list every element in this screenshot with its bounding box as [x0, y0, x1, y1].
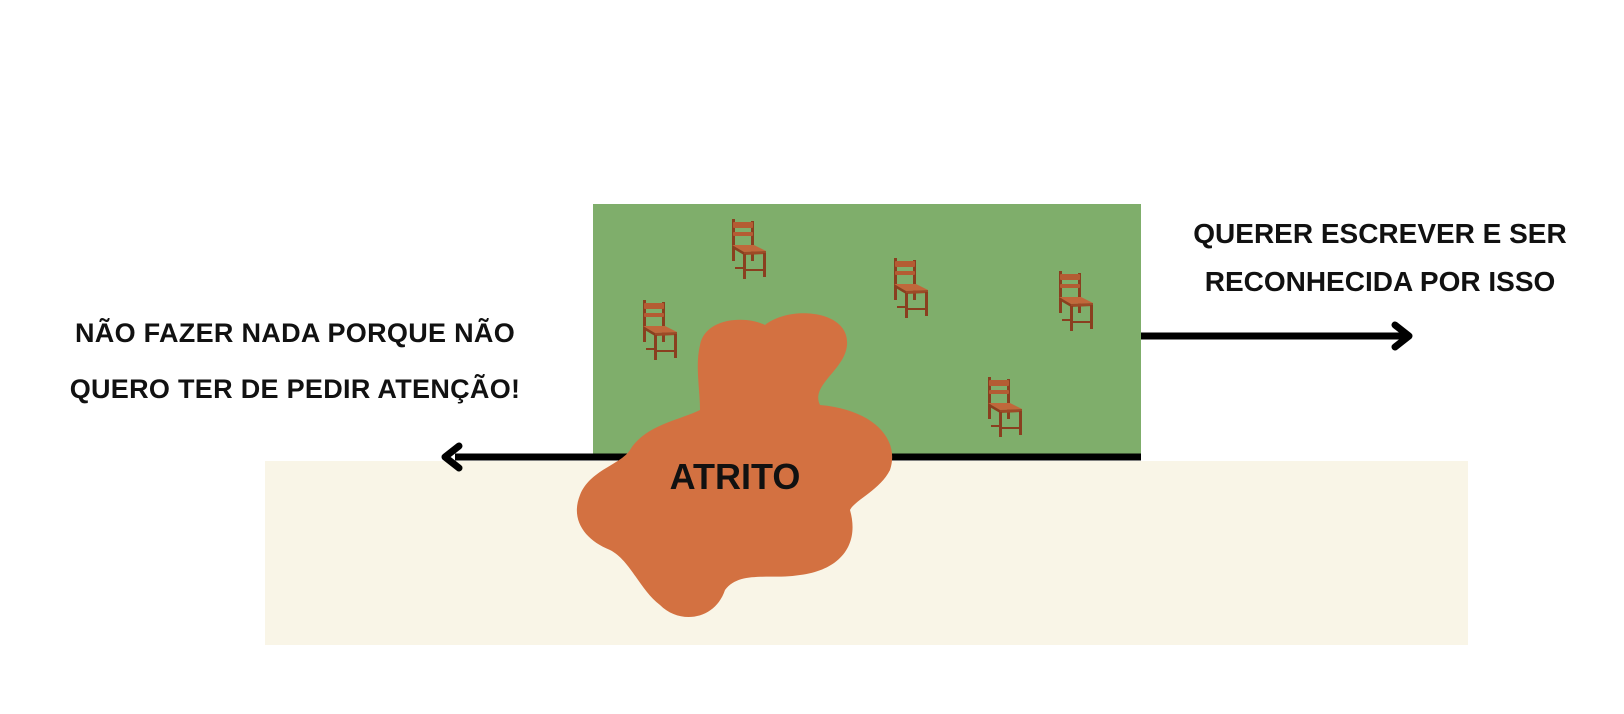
- chair-icon: [1059, 271, 1093, 331]
- right-force-label: QUERER ESCREVER E SER RECONHECIDA POR IS…: [1180, 210, 1580, 306]
- left-arrow: [441, 442, 463, 472]
- left-force-line-1: NÃO FAZER NADA PORQUE NÃO: [74, 318, 515, 348]
- left-force-label: NÃO FAZER NADA PORQUE NÃO QUERO TER DE P…: [40, 305, 550, 417]
- friction-blob: [576, 313, 893, 617]
- chair-icon: [643, 300, 677, 360]
- chair-icon: [988, 377, 1022, 437]
- right-force-line-2: RECONHECIDA POR ISSO: [1204, 266, 1556, 297]
- left-force-line-2: QUERO TER DE PEDIR ATENÇÃO!: [69, 374, 521, 404]
- chair-icon: [732, 219, 766, 279]
- chair-icon: [894, 258, 928, 318]
- grass-block: [593, 204, 1141, 457]
- right-arrow: [1391, 321, 1413, 351]
- right-force-line-1: QUERER ESCREVER E SER: [1193, 218, 1567, 249]
- friction-label: ATRITO: [669, 456, 801, 497]
